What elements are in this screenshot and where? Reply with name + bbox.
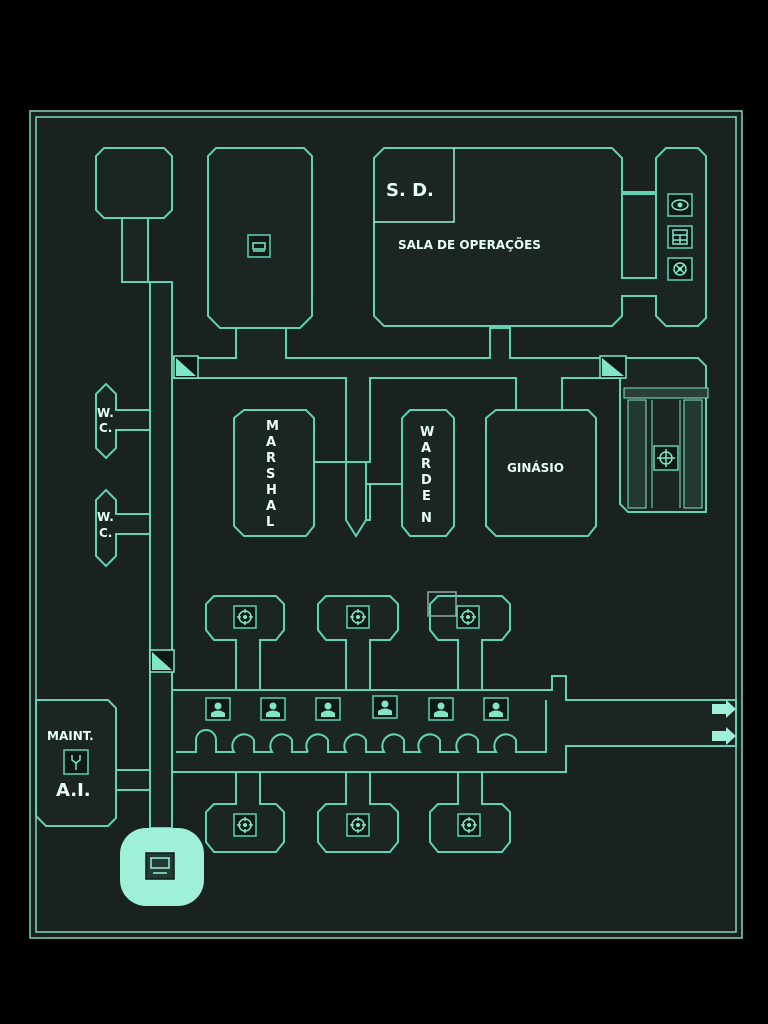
arrow-right-icon[interactable]	[712, 727, 736, 745]
cell-icon[interactable]	[233, 605, 257, 629]
arrow-right-icon[interactable]	[712, 700, 736, 718]
svg-text:M: M	[266, 419, 279, 434]
svg-text:N: N	[421, 511, 432, 526]
svg-text:A: A	[421, 441, 431, 456]
cell-icon[interactable]	[233, 813, 257, 837]
svg-text:R: R	[266, 451, 276, 466]
exit-arrows	[712, 700, 736, 745]
elevator-icon[interactable]	[653, 445, 679, 471]
cell-icon[interactable]	[346, 605, 370, 629]
prisoner-icon[interactable]	[205, 697, 231, 721]
gym-label: GINÁSIO	[507, 460, 564, 475]
cell-icon[interactable]	[457, 813, 481, 837]
keypad-icon[interactable]	[667, 225, 693, 249]
door-icon[interactable]	[173, 355, 199, 379]
prisoner-icon[interactable]	[428, 697, 454, 721]
elevator-shaft	[623, 387, 709, 509]
svg-text:R: R	[421, 457, 431, 472]
prisoner-icon[interactable]	[260, 697, 286, 721]
current-location-marker[interactable]	[120, 828, 204, 906]
svg-text:W: W	[420, 425, 434, 440]
wc-top-label-1: W.	[97, 406, 114, 420]
prisoner-icon[interactable]	[372, 695, 398, 719]
svg-text:A: A	[266, 435, 276, 450]
marshal-label: M A R S H A L	[266, 419, 279, 530]
wrench-icon[interactable]	[63, 749, 89, 775]
door-markers	[149, 355, 627, 673]
cell-icon[interactable]	[456, 605, 480, 629]
gear-icon[interactable]	[667, 257, 693, 281]
room-labels: S. D. SALA DE OPERAÇÕES W. C. W. C. M A …	[47, 180, 564, 801]
bed-icon[interactable]	[247, 234, 271, 258]
ai-label: A.I.	[56, 780, 91, 801]
wc-top-label-2: C.	[99, 421, 112, 435]
corridors	[115, 217, 737, 829]
map-icons	[63, 193, 693, 837]
floor-marker	[427, 591, 457, 617]
prisoner-icon[interactable]	[483, 697, 509, 721]
cell-dividers	[176, 700, 547, 753]
svg-text:D: D	[421, 473, 432, 488]
prisoner-icon[interactable]	[315, 697, 341, 721]
svg-text:L: L	[266, 515, 274, 530]
door-icon[interactable]	[149, 649, 175, 673]
wc-bottom-label-2: C.	[99, 526, 112, 540]
eye-icon[interactable]	[667, 193, 693, 217]
svg-text:H: H	[266, 483, 277, 498]
door-icon[interactable]	[599, 355, 627, 379]
terminal-icon[interactable]	[145, 852, 175, 880]
wc-bottom-label-1: W.	[97, 510, 114, 524]
warden-label: W A R D E N	[420, 425, 434, 526]
svg-text:A: A	[266, 499, 276, 514]
sd-label: S. D.	[386, 180, 434, 201]
operations-label: SALA DE OPERAÇÕES	[398, 237, 541, 252]
maint-label: MAINT.	[47, 729, 94, 743]
cell-icon[interactable]	[346, 813, 370, 837]
svg-text:E: E	[422, 489, 431, 504]
svg-text:S: S	[266, 467, 275, 482]
